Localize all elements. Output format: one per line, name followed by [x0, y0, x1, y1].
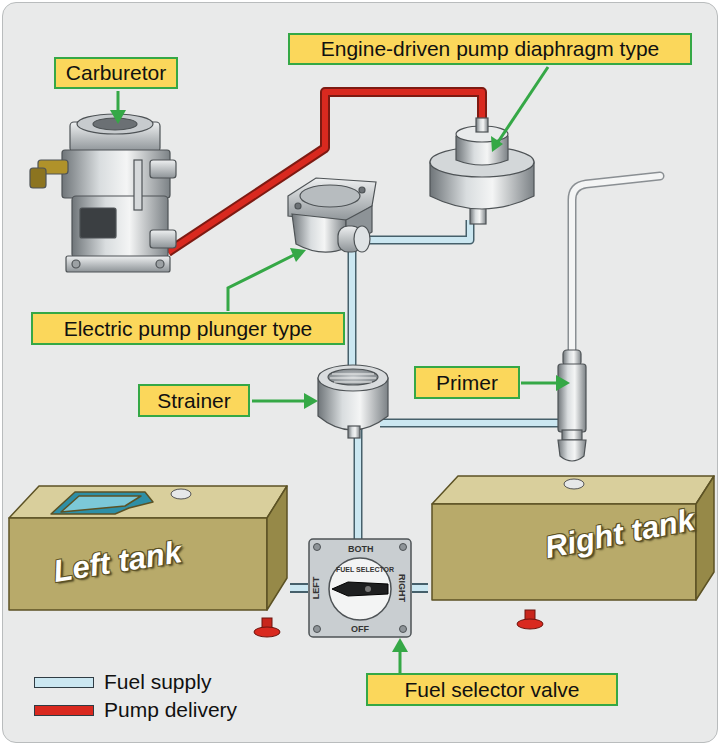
- primer-tube: [572, 176, 660, 355]
- engine-pump-illustration: [430, 118, 534, 224]
- callout-box: Engine-driven pump diaphragm type: [288, 33, 692, 65]
- strainer-illustration: [318, 365, 388, 438]
- callout-box: Primer: [414, 366, 520, 399]
- legend-swatch: [34, 705, 94, 716]
- carburetor-illustration: [30, 114, 176, 272]
- callout-box: Strainer: [138, 384, 250, 417]
- callout-label: Primer: [436, 371, 498, 394]
- callout-label: Carburetor: [66, 61, 166, 84]
- callout-box: Carburetor: [54, 57, 178, 89]
- selector-marking: OFF: [351, 624, 369, 634]
- arrowhead: [392, 638, 408, 652]
- fuel-tank: Left tank: [5, 478, 290, 620]
- electric-pump-illustration: [288, 178, 376, 252]
- selector-plate: BOTH LEFT RIGHTFUEL SELECTOR OFF: [308, 538, 412, 638]
- callout-box: Fuel selector valve: [366, 673, 618, 706]
- fuel-line: [290, 588, 308, 589]
- callout-box: Electric pump plunger type: [31, 312, 345, 345]
- leader-arrowhead: [110, 110, 570, 409]
- callout-label: Fuel selector valve: [404, 678, 579, 701]
- selector-marking: RIGHT: [397, 574, 407, 602]
- callout-label: Electric pump plunger type: [64, 317, 313, 340]
- legend-row: Fuel supply: [34, 668, 237, 696]
- callout-label: Engine-driven pump diaphragm type: [321, 37, 660, 60]
- fuel-line: [412, 588, 428, 589]
- legend-label: Pump delivery: [104, 698, 237, 722]
- selector-marking: FUEL SELECTOR: [336, 566, 394, 573]
- callout-label: Strainer: [157, 389, 231, 412]
- selector-marking: LEFT: [311, 577, 321, 600]
- primer-illustration: [558, 350, 586, 461]
- legend: Fuel supplyPump delivery: [34, 668, 237, 724]
- leader-arrow: [118, 67, 558, 401]
- legend-row: Pump delivery: [34, 696, 237, 724]
- legend-label: Fuel supply: [104, 670, 211, 694]
- legend-swatch: [34, 677, 94, 688]
- selector-marking: BOTH: [348, 544, 374, 554]
- fuel-tank: Right tank: [428, 470, 718, 610]
- leader-arrow: [392, 638, 408, 673]
